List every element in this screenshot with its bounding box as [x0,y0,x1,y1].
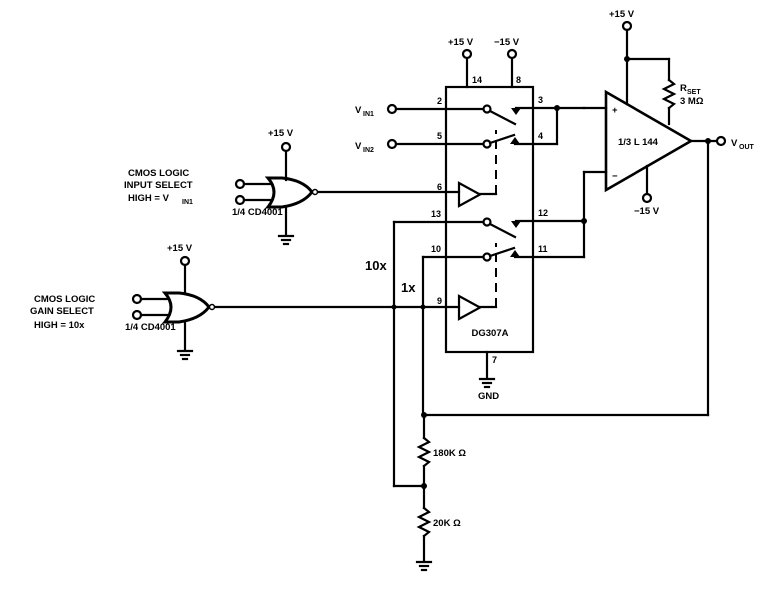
opamp-body [604,89,694,193]
opamp-part-label: 1/3 L 144 [618,137,659,148]
input-select-line3-sub: IN1 [182,199,193,206]
pin-10-label: 10 [431,244,441,254]
r20k-resistor [416,506,432,538]
rset-sub-label: SET [687,89,701,96]
vin1-sub-label: IN1 [363,111,374,118]
switch1-contact [511,108,521,115]
r20k-label: 20K Ω [433,518,461,529]
opamp-vminus-terminal [641,192,653,204]
rset-value: 3 MΩ [680,96,704,107]
mux-vminus-label: −15 V [494,37,520,48]
opamp-vplus-terminal [621,20,633,32]
pin-7-label: 7 [492,355,497,365]
junction-pin3 [554,105,560,111]
pin-4-label: 4 [538,131,543,141]
r180k-resistor [416,436,432,468]
vin1-label: V [355,105,362,116]
switch4-arm [488,246,516,258]
junction-1x-cross [420,304,426,310]
gate1-vplus-label: +15 V [268,128,294,139]
driver1-buffer [457,181,483,208]
pin-14-label: 14 [472,75,482,85]
mux-ic-body [444,85,535,354]
vin2-terminal [386,138,398,150]
gate2-input-a-terminal [131,293,143,305]
switch1-arm [488,109,517,126]
opamp-minus-label: − [612,171,618,182]
gnd-label: GND [478,391,499,402]
vout-sub-label: OUT [739,144,755,151]
gate1-nor [264,176,314,209]
opamp-vplus-label: +15 V [609,9,635,20]
junction-10x-cross [391,304,397,310]
gain-select-line2: GAIN SELECT [30,306,94,317]
switch2-contact [510,137,520,144]
pin-2-label: 2 [437,96,442,106]
pin-6-label: 6 [437,182,442,192]
gain-select-line1: CMOS LOGIC [34,294,95,305]
input-select-line3: HIGH = V [128,193,170,204]
gate1-input-a-terminal [234,178,246,190]
switch2-arm [488,133,516,145]
rset-label: R [680,83,687,94]
vin1-terminal [386,103,398,115]
input-select-line1: CMOS LOGIC [128,168,189,179]
pin-9-label: 9 [437,296,442,306]
switch3-pivot [482,217,492,227]
pin-13-label: 13 [431,209,441,219]
pin-5-label: 5 [437,131,442,141]
gate2-inversion-bubble [208,303,216,311]
gain-10x-label: 10x [365,258,387,273]
vin2-label: V [355,141,362,152]
switch4-pivot [482,252,492,262]
switch3-arm [488,222,517,239]
gate1-input-b-terminal [234,194,246,206]
gain-select-line3: HIGH = 10x [34,320,85,331]
vin2-sub-label: IN2 [363,147,374,154]
r180k-label: 180K Ω [433,448,466,459]
switch2-pivot [482,139,492,149]
mux-vplus-label: +15 V [448,37,474,48]
pin-12-label: 12 [538,208,548,218]
pin-8-label: 8 [516,75,521,85]
gate2-nor [161,291,211,324]
gate1-inversion-bubble [311,188,319,196]
gate2-part-label: 1/4 CD4001 [125,322,176,333]
driver2-buffer [457,294,483,321]
gate2-input-b-terminal [131,309,143,321]
opamp-plus-label: + [612,105,618,116]
switch1-pivot [482,104,492,114]
input-select-line2: INPUT SELECT [124,180,193,191]
pin-3-label: 3 [538,95,543,105]
mux-part-label: DG307A [472,328,509,339]
gain-1x-label: 1x [401,280,416,295]
vout-terminal [715,135,727,147]
switch3-contact [511,221,521,228]
switch4-contact [510,250,520,257]
gate1-part-label: 1/4 CD4001 [232,207,283,218]
mux-vplus-terminal [461,48,473,60]
rset-resistor [661,78,677,110]
mux-vminus-terminal [506,48,518,60]
gate1-vplus-terminal [280,141,292,153]
pin-11-label: 11 [538,244,548,254]
gate2-vplus-label: +15 V [167,243,193,254]
gate2-vplus-terminal [179,255,191,267]
opamp-vminus-label: −15 V [634,206,660,217]
vout-label: V [731,138,738,149]
